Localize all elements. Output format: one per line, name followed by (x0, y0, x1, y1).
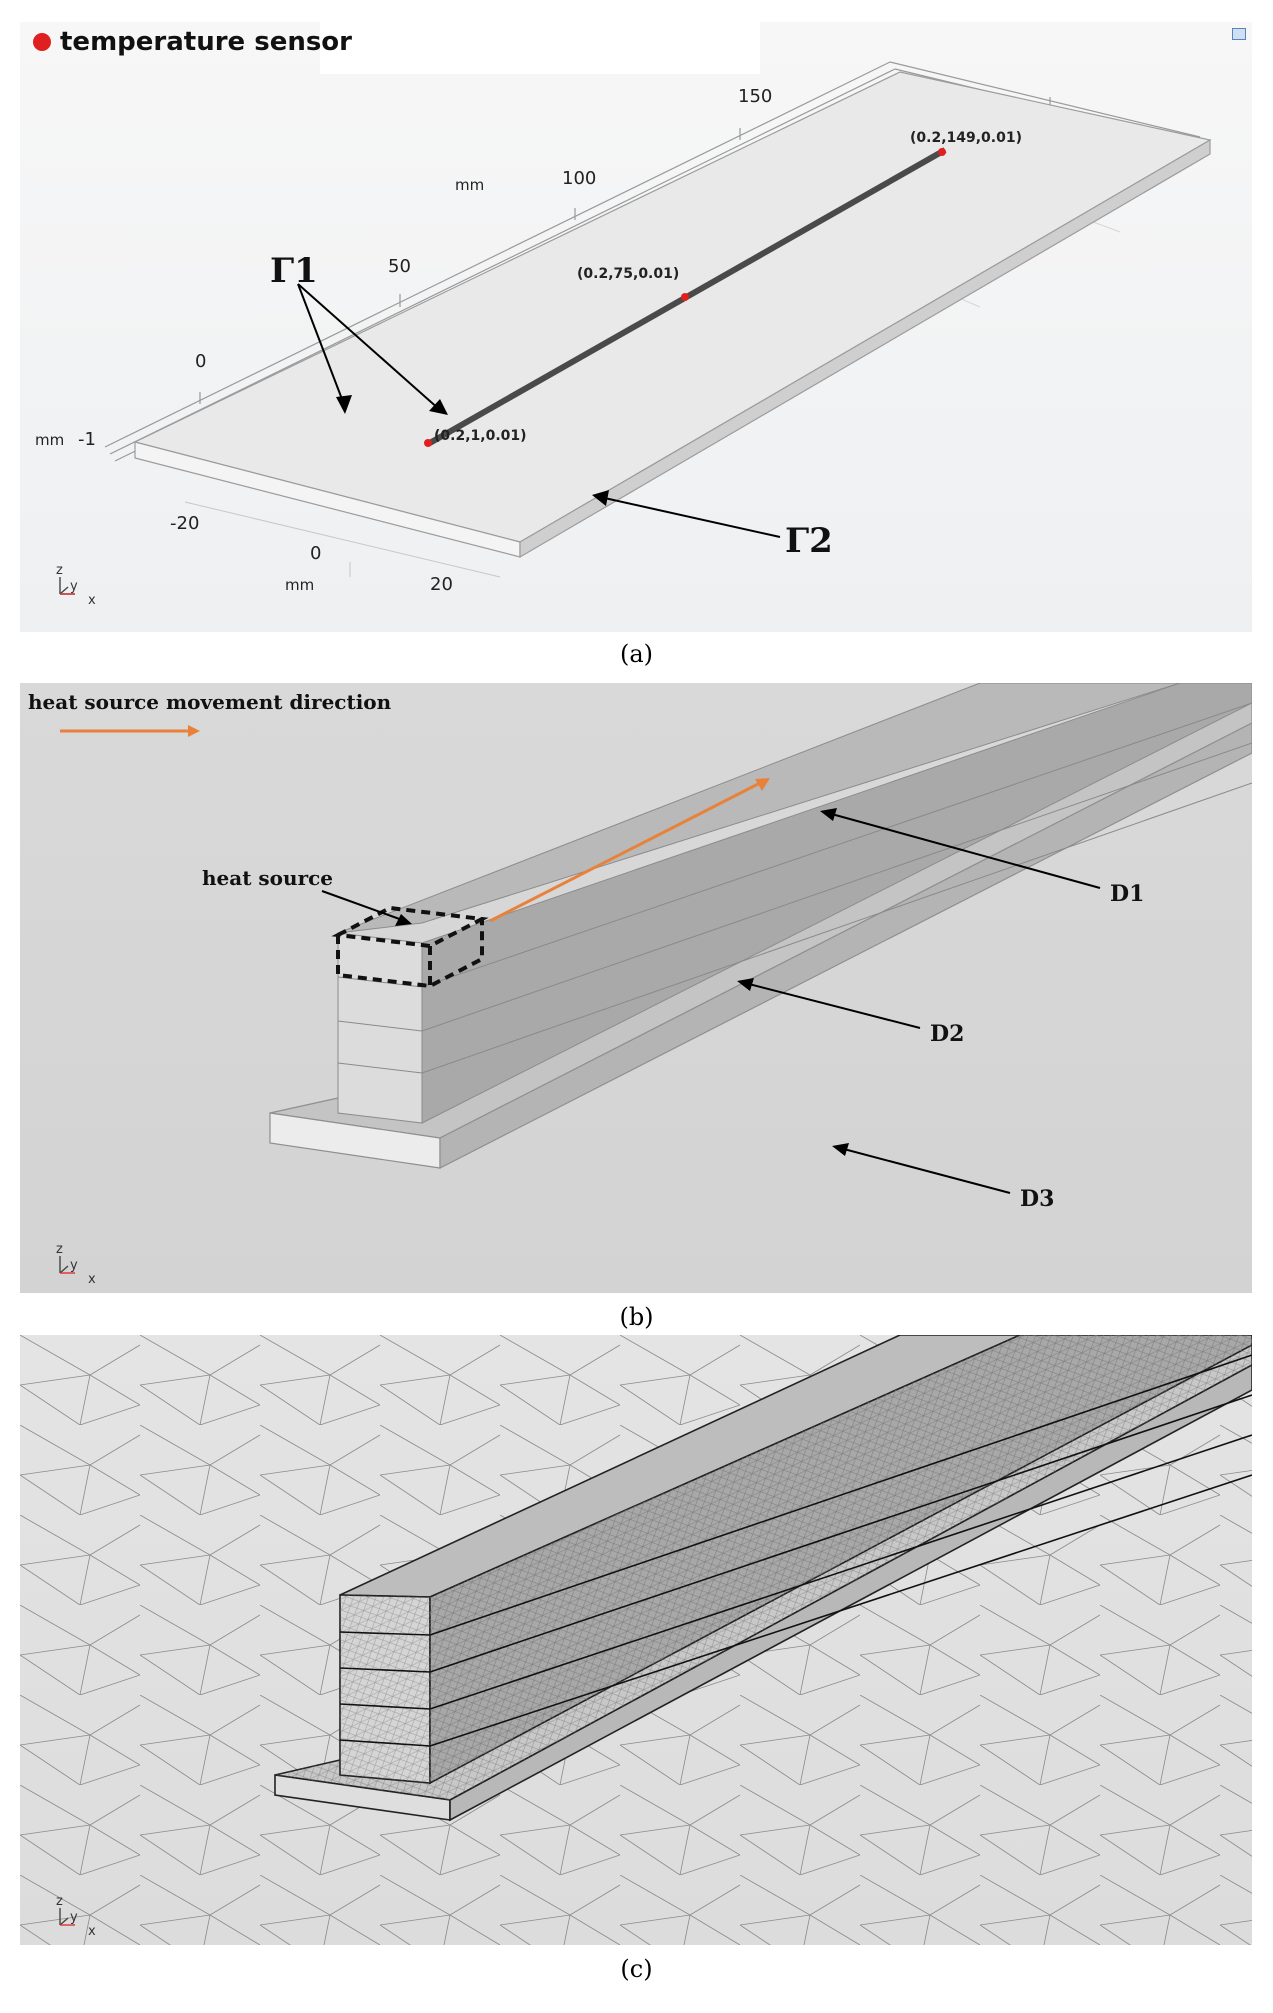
legend-direction-arrowhead (188, 725, 200, 737)
heat-source-label: heat source (202, 866, 333, 890)
movement-arrowhead (755, 778, 770, 791)
legend-sensor-dot (33, 33, 51, 51)
x-axis-unit: mm (285, 576, 314, 594)
axis-z-label-c: z (56, 1894, 63, 1909)
z-axis-unit: mm (35, 431, 64, 449)
panel-c-canvas: z y x (20, 1335, 1252, 1945)
gamma1-arrowhead-1 (336, 395, 352, 414)
axis-z-label-b: z (56, 1242, 63, 1257)
gamma2-arrowhead (592, 490, 609, 506)
panel-a-canvas: temperature sensor 150 100 mm 50 0 mm -1… (33, 22, 1212, 608)
legend-background (320, 22, 760, 74)
axis-y-label-b: y (70, 1258, 78, 1273)
panel-b-canvas: heat source movement direction heat sour… (28, 683, 1252, 1287)
axis-x-label: x (88, 593, 96, 608)
movement-arrow (489, 781, 761, 923)
y-axis-unit: mm (455, 176, 484, 194)
gamma2-label: Γ2 (785, 521, 833, 561)
axis-x-label-c: x (88, 1924, 96, 1939)
panel-a-geometry-view: temperature sensor 150 100 mm 50 0 mm -1… (20, 22, 1252, 632)
axis-x-label-b: x (88, 1272, 96, 1287)
axis-y-label: y (70, 579, 78, 594)
caption-c: (c) (620, 1955, 653, 1983)
gamma1-arrows (297, 283, 441, 411)
sensor-label-middle: (0.2,75,0.01) (577, 266, 679, 282)
d3-label: D3 (1020, 1186, 1054, 1212)
d2-label: D2 (930, 1021, 964, 1047)
sensor-label-start: (0.2,1,0.01) (434, 428, 527, 444)
gamma1-label: Γ1 (270, 251, 318, 291)
axis-z-label: z (56, 563, 63, 578)
sensor-point-start (424, 439, 432, 447)
heat-source-arrowhead (395, 914, 412, 926)
sensor-label-end: (0.2,149,0.01) (910, 130, 1022, 146)
panel-c-mesh-view: z y x (20, 1335, 1252, 1945)
y-tick-150: 150 (738, 86, 772, 107)
substrate-plate (133, 71, 1212, 559)
sensor-point-middle (681, 293, 689, 301)
deposited-wall (337, 683, 1252, 1124)
axis-y-label-c: y (70, 1910, 78, 1925)
caption-b: (b) (619, 1303, 654, 1331)
leader-arrows (321, 812, 1101, 1194)
axis-triad-c (59, 1908, 69, 1926)
y-tick-100: 100 (562, 168, 596, 189)
caption-a: (a) (619, 640, 654, 668)
mesh-layer-lines (339, 1354, 1252, 1747)
x-tick-0: 0 (310, 543, 321, 564)
x-axis-guides (184, 501, 501, 578)
view-toggle-icon[interactable] (1232, 28, 1246, 40)
x-tick-neg20: -20 (170, 513, 199, 534)
y-tick-0: 0 (195, 351, 206, 372)
x-tick-20: 20 (430, 574, 453, 595)
layer-lines (337, 702, 1252, 1074)
y-tick-50: 50 (388, 256, 411, 277)
heat-source-box (331, 905, 489, 989)
meshed-wall (339, 1335, 1252, 1785)
d2-arrowhead (737, 978, 754, 991)
panel-b-domain-view: heat source movement direction heat sour… (20, 683, 1252, 1293)
direction-legend-label: heat source movement direction (28, 690, 392, 714)
axis-triad-b (59, 1256, 69, 1274)
sensor-point-end (938, 148, 946, 156)
gamma1-arrowhead-2 (429, 399, 448, 415)
d3-arrowhead (832, 1143, 849, 1156)
d1-arrowhead (820, 808, 837, 821)
z-tick: -1 (78, 429, 96, 450)
gamma2-arrow-line (599, 496, 781, 538)
legend-label: temperature sensor (60, 27, 352, 57)
d1-label: D1 (1110, 881, 1144, 907)
